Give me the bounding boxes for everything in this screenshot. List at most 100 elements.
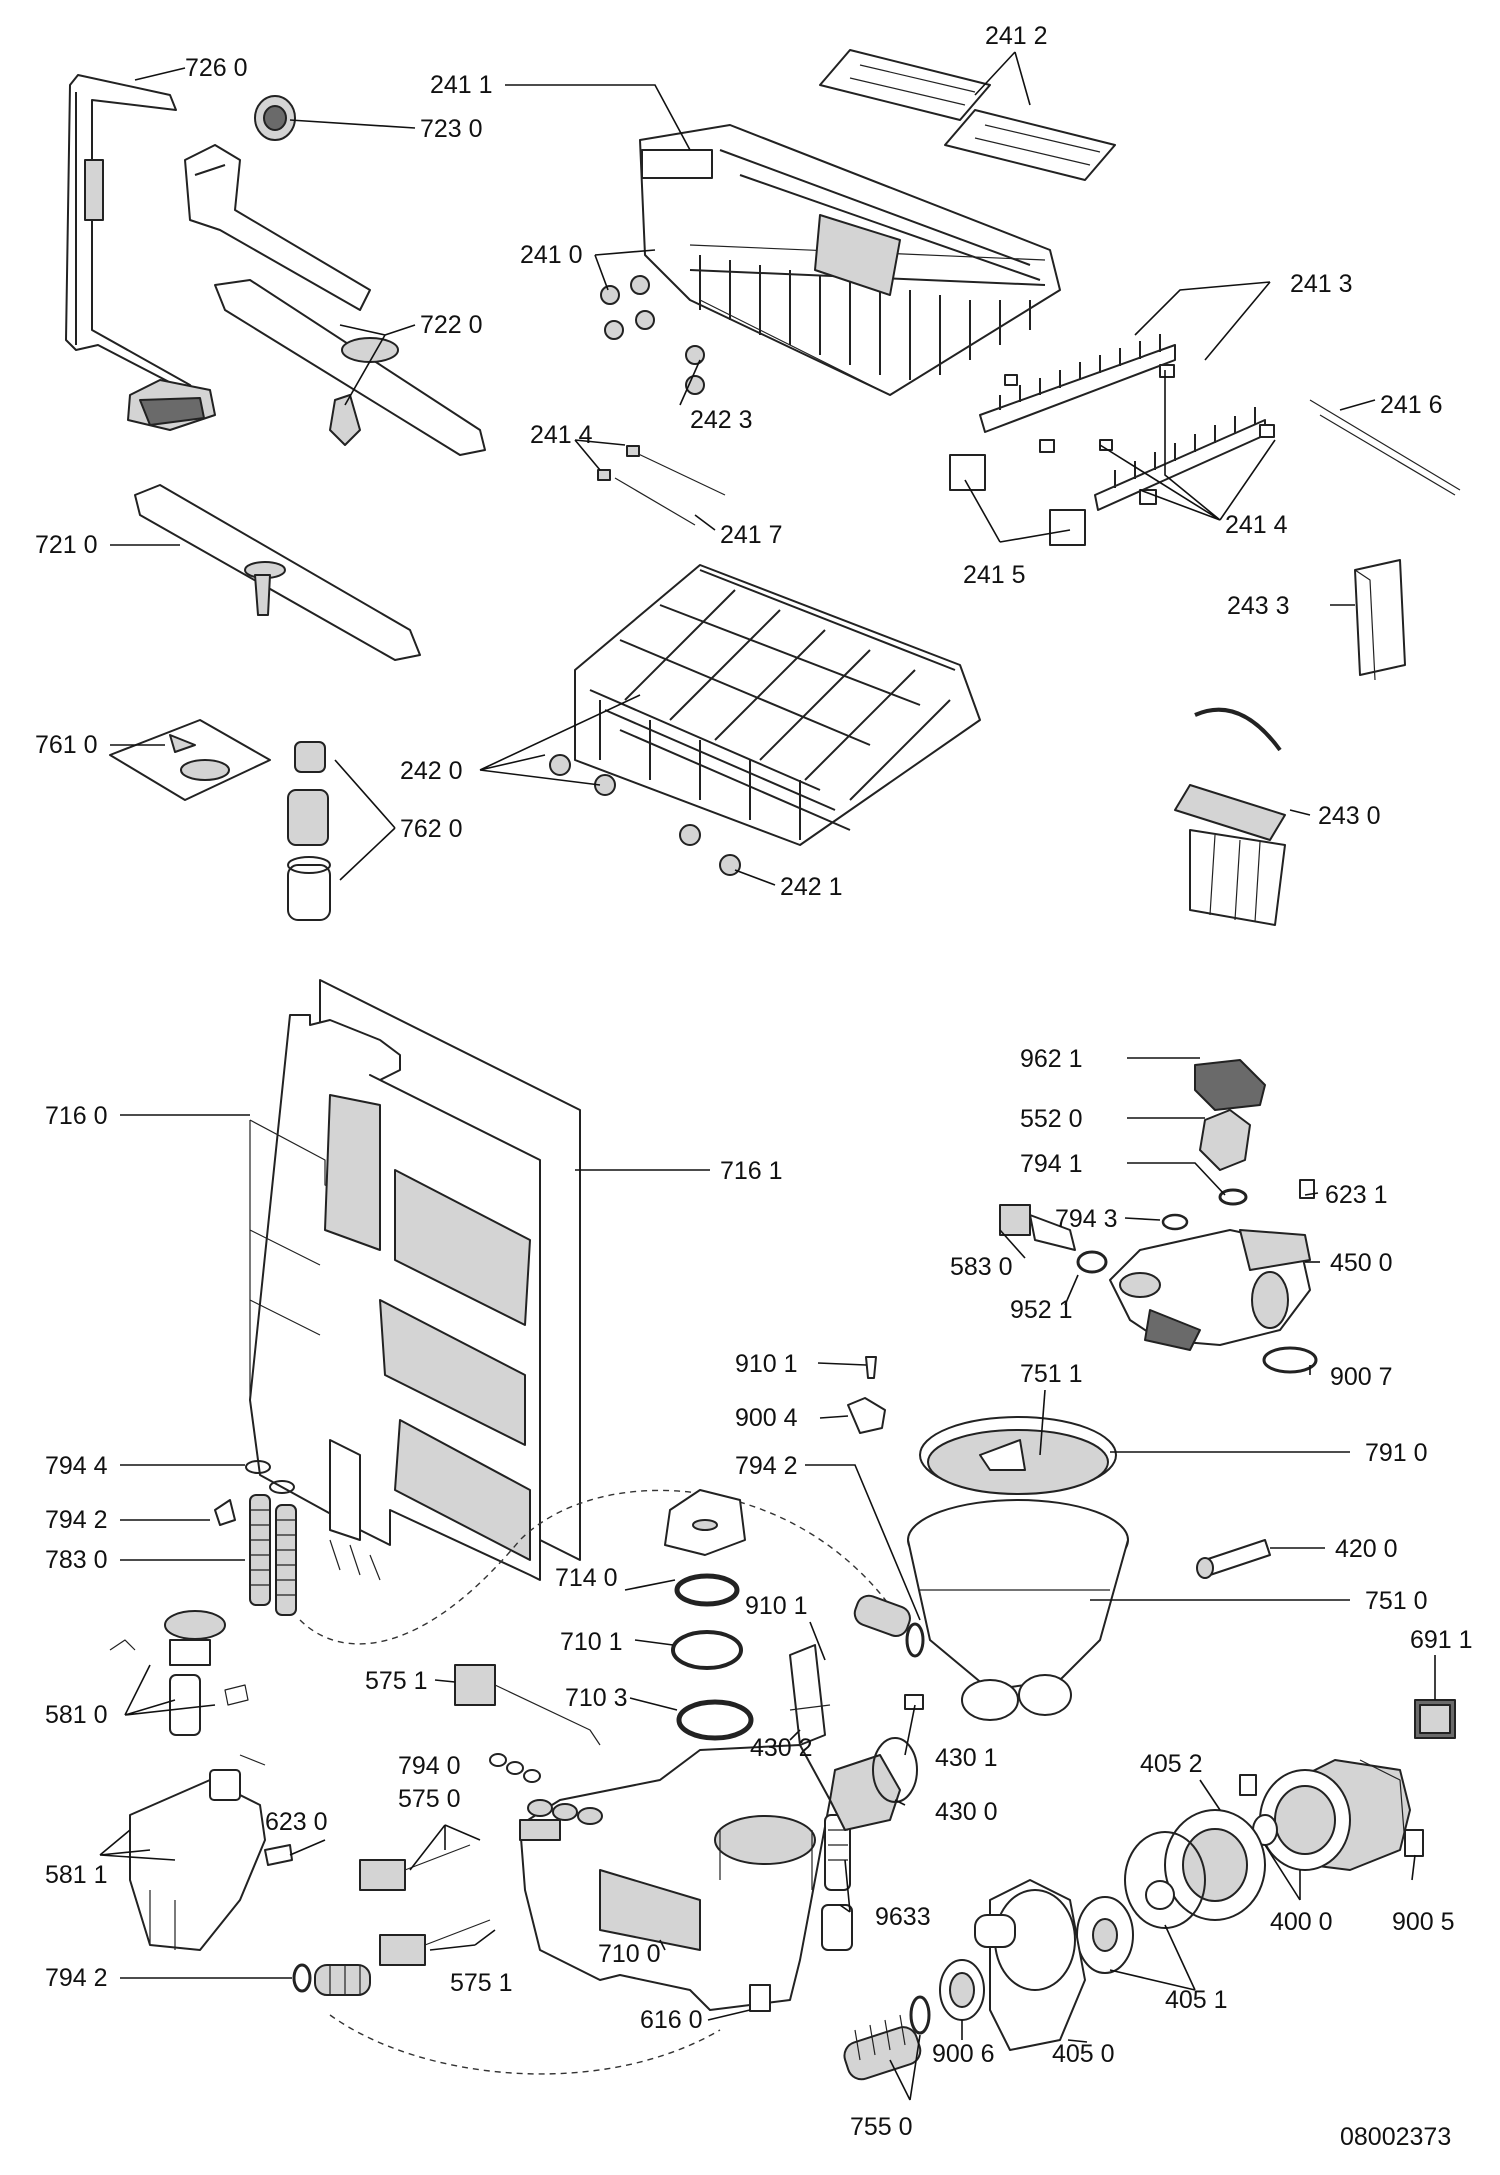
seal-rings <box>671 1573 754 1741</box>
filter-plate <box>109 719 271 801</box>
label-910-1-center: 910 1 <box>745 1592 808 1620</box>
cover-962-1 <box>1194 1059 1266 1111</box>
label-761-0: 761 0 <box>35 731 98 759</box>
drawing-number: 08002373 <box>1340 2123 1451 2151</box>
label-721-0: 721 0 <box>35 531 98 559</box>
label-583-0: 583 0 <box>950 1253 1013 1281</box>
lower-spray-arm <box>134 484 421 661</box>
tine-rows <box>979 334 1266 511</box>
label-241-6: 241 6 <box>1380 391 1443 419</box>
component-691-1 <box>1414 1699 1456 1739</box>
label-242-1: 242 1 <box>780 873 843 901</box>
label-243-0: 243 0 <box>1318 802 1381 830</box>
upper-spray-arm-pipe <box>184 144 371 311</box>
pressure-switch-430 <box>829 1694 924 1831</box>
label-910-1-right: 910 1 <box>735 1350 798 1378</box>
label-241-2: 241 2 <box>985 22 1048 50</box>
label-241-4-left: 241 4 <box>530 421 593 449</box>
water-softener-unit <box>129 1754 293 1951</box>
label-450-0: 450 0 <box>1330 1249 1393 1277</box>
sensor-616 <box>749 1984 771 2012</box>
rail-springs <box>597 445 726 526</box>
label-420-0: 420 0 <box>1335 1535 1398 1563</box>
label-755-0: 755 0 <box>850 2113 913 2141</box>
label-962-1: 962 1 <box>1020 1045 1083 1073</box>
label-241-4-right: 241 4 <box>1225 511 1288 539</box>
label-552-0: 552 0 <box>1020 1105 1083 1133</box>
label-241-5: 241 5 <box>963 561 1026 589</box>
label-794-2-c: 794 2 <box>735 1452 798 1480</box>
motor-583 <box>999 1204 1076 1251</box>
filter-ring-751-1 <box>919 1416 1117 1495</box>
diverter-450 <box>1109 1229 1311 1351</box>
label-405-2: 405 2 <box>1140 1750 1203 1778</box>
drain-hose-755 <box>843 1995 931 2081</box>
label-623-0: 623 0 <box>265 1808 328 1836</box>
label-710-0: 710 0 <box>598 1940 661 1968</box>
part-900-5 <box>1404 1829 1424 1857</box>
label-726-0: 726 0 <box>185 54 248 82</box>
label-430-2: 430 2 <box>750 1734 813 1762</box>
clamp-900-7 <box>1262 1346 1318 1374</box>
upper-basket <box>639 124 1061 396</box>
clips <box>1004 364 1275 505</box>
sump-housing <box>519 1744 831 2011</box>
drain-pump-405 <box>974 1879 1086 2051</box>
label-616-0: 616 0 <box>640 2006 703 2034</box>
bracket-430-2 <box>789 1644 831 1746</box>
label-9633: 9633 <box>875 1903 931 1931</box>
label-783-0: 783 0 <box>45 1546 108 1574</box>
upper-spray-supply-pipe <box>65 74 216 431</box>
label-575-1-b: 575 1 <box>450 1969 513 1997</box>
label-716-1: 716 1 <box>720 1157 783 1185</box>
clip-900-4 <box>847 1397 886 1434</box>
upper-spray-arm <box>214 279 486 456</box>
label-242-0: 242 0 <box>400 757 463 785</box>
label-405-1: 405 1 <box>1165 1986 1228 2014</box>
heating-element <box>821 1814 853 1951</box>
label-710-1: 710 1 <box>560 1628 623 1656</box>
label-794-0: 794 0 <box>398 1752 461 1780</box>
cutlery-insert <box>1354 559 1406 681</box>
part-9005-small <box>1239 1774 1257 1796</box>
label-430-0: 430 0 <box>935 1798 998 1826</box>
label-900-7: 900 7 <box>1330 1363 1393 1391</box>
connector-552 <box>1199 1109 1251 1171</box>
label-716-0: 716 0 <box>45 1102 108 1130</box>
filter-assembly <box>287 741 331 921</box>
seal-900-6 <box>939 1959 985 2021</box>
screw-910-1 <box>865 1356 877 1379</box>
label-241-3: 241 3 <box>1290 270 1353 298</box>
tine-row-side <box>1309 399 1461 496</box>
label-794-1: 794 1 <box>1020 1150 1083 1178</box>
label-751-1: 751 1 <box>1020 1360 1083 1388</box>
label-751-0: 751 0 <box>1365 1587 1428 1615</box>
label-900-6: 900 6 <box>932 2040 995 2068</box>
label-405-0: 405 0 <box>1052 2040 1115 2068</box>
label-623-1: 623 1 <box>1325 1181 1388 1209</box>
hose-794-2 <box>292 1963 371 1996</box>
solenoid-valves <box>359 1664 601 1966</box>
label-794-3: 794 3 <box>1055 1205 1118 1233</box>
gasket-405-1 <box>1076 1831 1206 1974</box>
o-rings-794 <box>1076 1188 1248 1274</box>
lower-basket <box>574 564 981 846</box>
label-900-4: 900 4 <box>735 1404 798 1432</box>
impeller-housing-405-2 <box>1164 1809 1266 1921</box>
label-400-0: 400 0 <box>1270 1908 1333 1936</box>
leader-lines <box>99 51 1436 2101</box>
upper-basket-wheels <box>600 275 705 395</box>
cup-shelves <box>819 49 1116 181</box>
rail-brackets <box>949 454 1086 546</box>
sump-751 <box>907 1499 1129 1721</box>
label-242-3: 242 3 <box>690 406 753 434</box>
salt-container-cap <box>664 1489 746 1556</box>
spray-nozzle <box>254 95 296 141</box>
label-581-0: 581 0 <box>45 1701 108 1729</box>
label-794-4: 794 4 <box>45 1452 108 1480</box>
label-762-0: 762 0 <box>400 815 463 843</box>
hose-794-2-upper <box>853 1594 925 1658</box>
side-water-tank <box>249 1014 541 1581</box>
label-241-7: 241 7 <box>720 521 783 549</box>
